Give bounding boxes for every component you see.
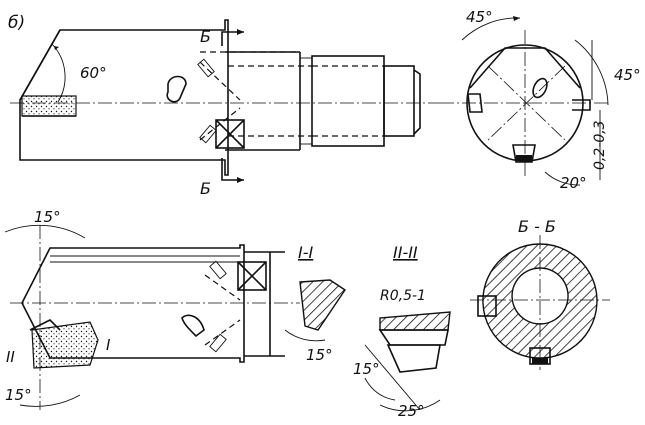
tool-tip-edge [19,29,61,101]
section-3-left-key [477,295,497,317]
section-2-title: II-II [393,243,418,262]
tip-angle-label: 60° [80,64,107,82]
side-chamfer-label: 45° [614,66,641,84]
section-mark-top-label: Б [200,27,211,46]
section-mark-top [221,31,244,46]
bottom-notch [512,144,536,163]
square-head [215,119,245,149]
radius-label: R0,5-1 [380,288,426,304]
tip-insert [31,321,99,369]
top-chamfer-label: 45° [466,8,493,26]
section-3-title: Б - Б [518,217,556,236]
chip-slot [166,75,187,103]
section-2-left-angle-label: 15° [353,360,380,378]
shank-end [383,65,415,137]
left-bottom-angle-label: 15° [5,386,32,404]
left-top-angle-label: 15° [34,208,61,226]
tip-detail-view: 15° 15° I II [4,208,300,410]
section-I-I: I-I 15° [284,243,346,364]
section-mark-bottom-label: Б [200,179,211,198]
tool-side-view: б) 60° [8,13,440,198]
marker-II-label: II [6,348,15,366]
section-3-shape [482,243,598,359]
tool-body-outline [19,19,229,176]
section-B-B: Б - Б [470,217,610,370]
section-mark-bottom [221,158,244,181]
section-1-title: I-I [298,243,313,262]
section-2-insert [378,329,449,346]
figure-label: б) [8,13,25,33]
section-1-shape [299,279,346,331]
section-II-II: II-II R0,5-1 15° 25° [353,243,451,420]
thread-block [311,55,385,147]
tip-angle-arc [51,43,66,103]
bottom-angle-label: 20° [560,174,587,192]
section-2-bottom-angle-label: 25° [398,402,425,420]
marker-I-label: I [106,336,111,354]
gap-range-label: 0,2-0,3 [592,120,608,170]
tool-end-view: 45° 45° 0,2-0,3 20° [440,8,641,192]
carbide-insert [21,95,77,117]
section-1-angle-label: 15° [306,346,333,364]
